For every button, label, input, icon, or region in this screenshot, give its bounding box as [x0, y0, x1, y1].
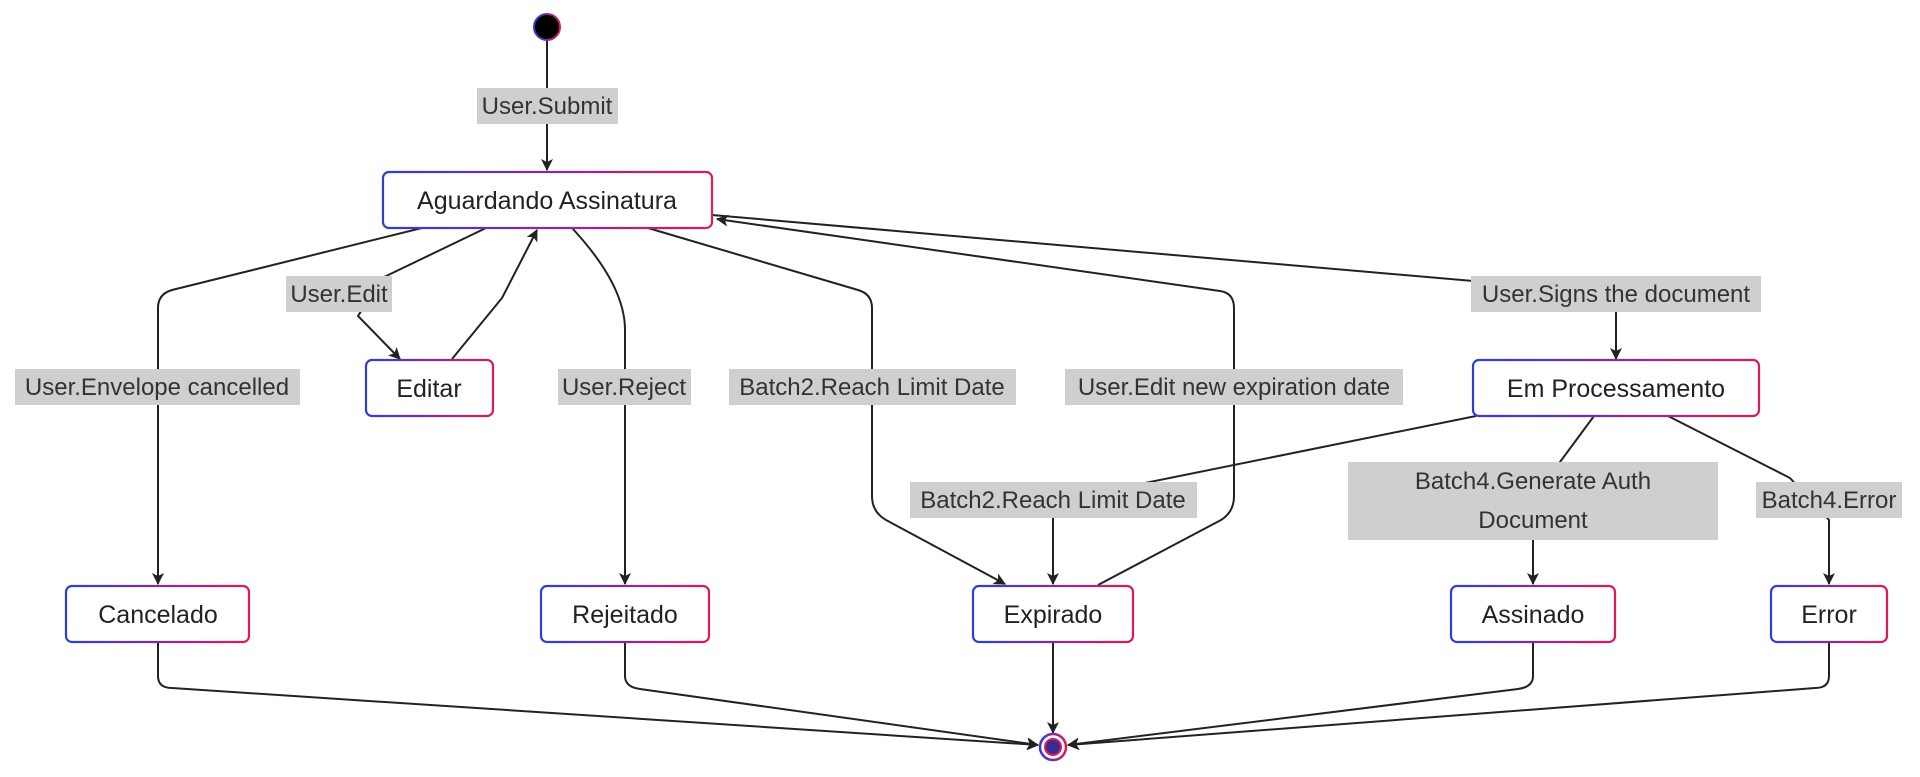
svg-text:Aguardando Assinatura: Aguardando Assinatura: [417, 187, 677, 215]
label-batch2-reach-limit-date-2: Batch2.Reach Limit Date: [910, 482, 1197, 518]
svg-text:Editar: Editar: [396, 375, 461, 403]
svg-text:User.Edit new expiration date: User.Edit new expiration date: [1078, 374, 1390, 401]
svg-text:Em Processamento: Em Processamento: [1507, 375, 1725, 403]
states: Aguardando Assinatura Editar Em Processa…: [64, 170, 1889, 644]
edge-aguardando-to-cancelado: [152, 225, 431, 585]
state-editar: Editar: [364, 358, 495, 418]
svg-text:Document: Document: [1478, 507, 1588, 534]
edge-error-to-end: [1067, 642, 1830, 751]
svg-text:Assinado: Assinado: [1482, 601, 1585, 629]
svg-text:User.Submit: User.Submit: [482, 93, 613, 120]
end-node: [1038, 732, 1068, 762]
svg-text:Error: Error: [1801, 601, 1857, 629]
label-user-envelope-cancelled: User.Envelope cancelled: [15, 369, 300, 405]
label-user-signs-document: User.Signs the document: [1471, 276, 1761, 312]
state-rejeitado: Rejeitado: [539, 584, 711, 644]
svg-text:Rejeitado: Rejeitado: [572, 601, 678, 629]
label-user-reject: User.Reject: [558, 369, 691, 405]
svg-text:User.Signs the document: User.Signs the document: [1482, 281, 1750, 308]
state-aguardando-assinatura: Aguardando Assinatura: [381, 170, 714, 230]
svg-text:User.Reject: User.Reject: [562, 374, 686, 401]
label-user-submit: User.Submit: [477, 88, 618, 124]
edge-cancelado-to-end: [157, 642, 1039, 751]
label-user-edit: User.Edit: [286, 276, 392, 312]
label-batch4-generate-auth: Batch4.Generate Auth Document: [1348, 462, 1718, 540]
state-em-processamento: Em Processamento: [1471, 358, 1761, 418]
svg-text:Batch2.Reach Limit Date: Batch2.Reach Limit Date: [739, 374, 1004, 401]
svg-text:Batch2.Reach Limit Date: Batch2.Reach Limit Date: [920, 487, 1185, 514]
svg-text:Expirado: Expirado: [1004, 601, 1103, 629]
svg-text:Cancelado: Cancelado: [98, 601, 218, 629]
svg-text:User.Envelope cancelled: User.Envelope cancelled: [25, 374, 289, 401]
label-user-edit-new-expiration: User.Edit new expiration date: [1065, 369, 1403, 405]
state-expirado: Expirado: [971, 584, 1135, 644]
state-assinado: Assinado: [1449, 584, 1617, 644]
label-batch2-reach-limit-date: Batch2.Reach Limit Date: [729, 369, 1016, 405]
svg-text:Batch4.Error: Batch4.Error: [1762, 487, 1897, 514]
edge-aguardando-to-rejeitado: [571, 227, 631, 585]
edge-editar-to-aguardando: [451, 229, 538, 360]
state-cancelado: Cancelado: [64, 584, 251, 644]
edge-assinado-to-end: [1067, 642, 1534, 750]
svg-text:Batch4.Generate Auth: Batch4.Generate Auth: [1415, 468, 1651, 495]
svg-text:User.Edit: User.Edit: [290, 281, 388, 308]
edge-aguardando-to-expirado: [647, 227, 1006, 585]
transition-labels: User.Submit User.Edit User.Envelope canc…: [15, 88, 1902, 540]
state-error: Error: [1769, 584, 1889, 644]
edge-rejeitado-to-end: [624, 642, 1039, 750]
start-node: [533, 13, 561, 41]
label-batch4-error: Batch4.Error: [1756, 482, 1902, 518]
